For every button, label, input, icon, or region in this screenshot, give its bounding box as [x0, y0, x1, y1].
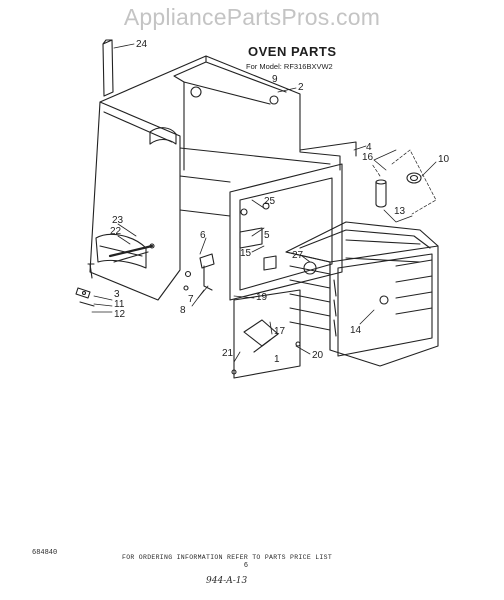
callout-numbers: 24 2 9 10 16 4 13 25 23 22 6 5 15 27 3 1…: [110, 39, 450, 365]
part-16-cylinder: [375, 179, 387, 208]
callout-16: 16: [362, 152, 374, 163]
part-6-7-8-brackets: [183, 253, 215, 291]
handwritten-note: 944-A-13: [206, 576, 248, 586]
ordering-info-note: FOR ORDERING INFORMATION REFER TO PARTS …: [122, 554, 333, 561]
callout-leaders: [91, 43, 437, 363]
oven-front-frame: [229, 141, 357, 301]
callout-dashed-leaders: [371, 149, 437, 215]
page-number: 6: [244, 562, 248, 569]
part-3-11-12-hardware: [75, 263, 95, 307]
part-10-cap: [406, 172, 422, 184]
callout-25: 25: [264, 196, 276, 207]
callout-12: 12: [114, 309, 126, 320]
model-label: For Model: RF316BXVW2: [246, 62, 333, 71]
diagram-code: 684840: [32, 549, 58, 557]
callout-22: 22: [110, 226, 122, 237]
watermark: AppliancePartsPros.com: [123, 4, 381, 30]
callout-4: 4: [366, 142, 372, 153]
callout-20: 20: [312, 350, 324, 361]
callout-17: 17: [274, 326, 286, 337]
callout-2: 2: [298, 82, 304, 93]
callout-23: 23: [112, 215, 124, 226]
callout-9: 9: [272, 74, 278, 85]
callout-21: 21: [222, 348, 234, 359]
callout-13: 13: [394, 206, 406, 217]
callout-3: 3: [114, 289, 120, 300]
diagram-title: OVEN PARTS: [248, 44, 337, 59]
callout-5: 5: [264, 230, 270, 241]
callout-14: 14: [350, 325, 362, 336]
callout-10: 10: [438, 154, 450, 165]
part-22-23-element: [108, 243, 155, 263]
oven-cabinet: [89, 55, 341, 301]
callout-6: 6: [200, 230, 206, 241]
callout-24: 24: [136, 39, 148, 50]
callout-19: 19: [256, 292, 268, 303]
callout-11: 11: [114, 299, 125, 310]
part-24-trim-strip: [102, 39, 114, 97]
oven-liner-with-racks: [285, 221, 439, 367]
callout-1: 1: [274, 354, 280, 365]
part-19-17-21-20-tray: [231, 289, 301, 379]
callout-15: 15: [240, 248, 252, 259]
callout-8: 8: [180, 305, 186, 316]
callout-7: 7: [188, 294, 194, 305]
callout-27: 27: [292, 250, 304, 261]
